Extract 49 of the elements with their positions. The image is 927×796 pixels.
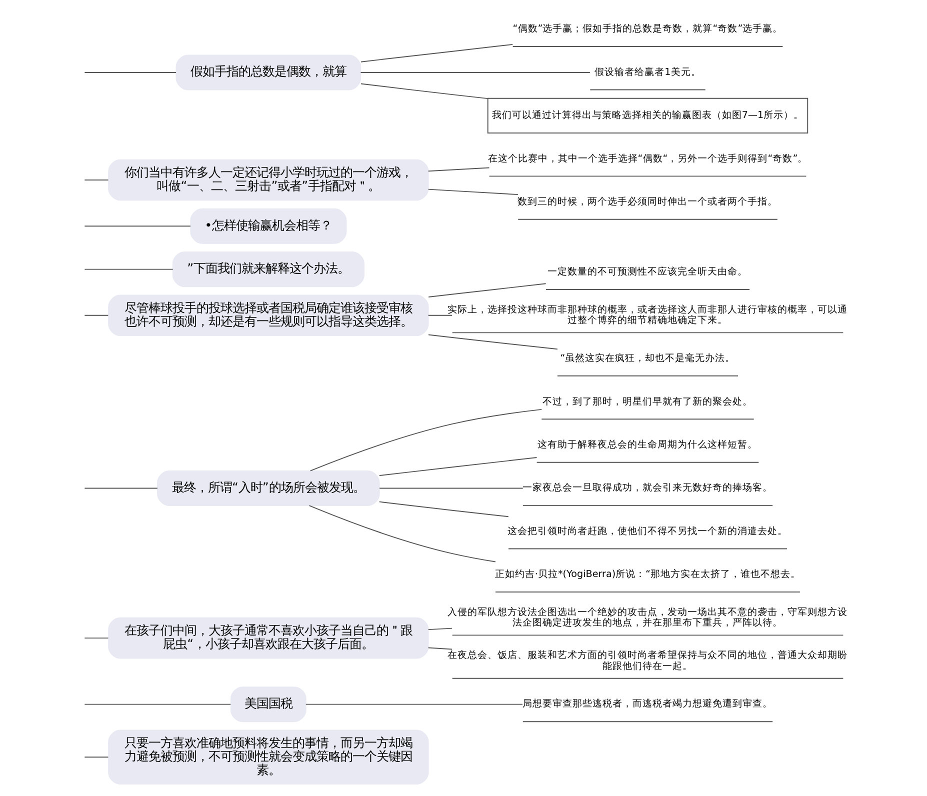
node-text: 实际上，选择投这种球而非那种球的概率，或者选择这人而非那人进行审核的概率，可以通过整个博弈的细节精确地确定下来。 xyxy=(448,304,848,326)
node-text: 假设输者给赢者1美元。 xyxy=(594,66,701,78)
connector xyxy=(84,268,174,270)
node-text: 一定数量的不可预测性不应该完全听天由命。 xyxy=(548,266,748,278)
connector xyxy=(379,488,524,489)
node-text: 不过，到了那时，明星们早就有了新的聚会处。 xyxy=(542,396,753,408)
node-box: 只要一方喜欢准确地预料将发生的事情，而另一方却竭力避免被预测，不可预测性就会变成策略的一个关键因素。 xyxy=(108,730,429,785)
node-text: “偶数”选手赢；假如手指的总数是奇数，就算“奇数”选手赢。 xyxy=(512,24,783,35)
node-box: 最终，所谓“入时”的场所会被发现。 xyxy=(157,470,380,506)
node-box: 你们当中有许多人一定还记得小学时玩过的一个游戏，叫做“一、二、三射击”或者”手指配对＂。 xyxy=(108,159,429,201)
connector xyxy=(305,704,523,705)
node-text: 一家夜总会一旦取得成功，就会引来无数好奇的捧场客。 xyxy=(522,482,773,494)
node-box: 尽管棒球投手的投球选择或者国税局确定谁该接受审核也许不可预测，却还是有一些规则可以指导这类选择。 xyxy=(108,294,429,336)
node-text: 在夜总会、饭店、服装和艺术方面的引领时尚者希望保持与众不同的地位，普通大众却期盼能跟他们待在一起。 xyxy=(448,650,848,672)
connector xyxy=(84,314,109,316)
connector xyxy=(378,457,538,476)
node-text: 在这个比赛中，其中一个选手选择“偶数“，另外一个选手则得到“奇数”。 xyxy=(488,153,808,164)
node-box: 美国国税 xyxy=(230,686,306,722)
connector xyxy=(428,647,453,650)
connector xyxy=(428,628,453,630)
connector xyxy=(308,505,496,562)
connector xyxy=(84,226,191,227)
connector xyxy=(360,72,590,73)
node-box: 我们可以通过计算得出与策略选择相关的输赢图表（如图7—1所示）。 xyxy=(487,98,808,134)
connector xyxy=(84,72,176,73)
connector xyxy=(428,283,546,298)
node-text: 数到三的时候，两个选手必须同时伸出一个或者两个手指。 xyxy=(518,196,778,208)
node-text: 正如约吉·贝拉*(YogiBerra)所说：“那地方实在太挤了，谁也不想去。 xyxy=(494,569,801,580)
connector xyxy=(428,334,558,350)
node-box: •怎样使输赢机会相等？ xyxy=(190,208,347,244)
connector xyxy=(378,501,509,518)
connector xyxy=(360,83,488,100)
connector xyxy=(310,408,542,472)
connector xyxy=(360,44,514,62)
connector xyxy=(428,167,490,172)
node-text: 入侵的军队想方设法企图选出一个绝妙的攻击点，发动一场出其不意的袭击，守军则想方设法企图确定进攻发生的地点，并在那里布下重兵，严阵以待。 xyxy=(448,607,848,629)
connector xyxy=(84,704,232,705)
connector xyxy=(428,314,453,316)
node-box: 在孩子们中间，大孩子通常不喜欢小孩子当自己的＂跟屁虫“，小孩子却喜欢跟在大孩子后面。 xyxy=(108,617,429,659)
node-box: 假如手指的总数是偶数，就算 xyxy=(176,54,362,90)
connector xyxy=(84,756,109,758)
node-text: “虽然这实在疯狂，却也不是毫无办法。 xyxy=(560,353,736,364)
connector xyxy=(84,638,109,639)
node-text: 局想要审查那些逃税者，而逃税者竭力想避免遭到审查。 xyxy=(522,698,773,710)
connector xyxy=(428,188,519,196)
node-box: ”下面我们就来解释这个办法。 xyxy=(172,252,364,288)
node-text: 这有助于解释夜总会的生命周期为什么这样短暂。 xyxy=(538,439,758,450)
node-text: 这会把引领时尚者赶跑，使他们不得不另找一个新的消遣去处。 xyxy=(508,526,788,537)
connector xyxy=(84,488,158,489)
